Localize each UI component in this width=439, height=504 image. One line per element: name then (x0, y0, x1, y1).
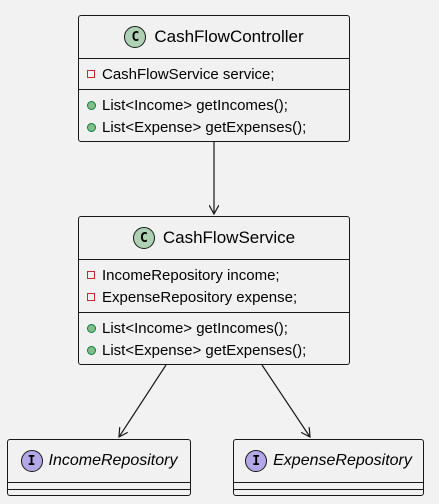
interface-header: I ExpenseRepository (234, 440, 423, 482)
fields-compartment: CashFlowService service; (79, 58, 349, 89)
interface-expenserepository[interactable]: I ExpenseRepository (233, 439, 424, 496)
class-header: C CashFlowService (79, 217, 349, 259)
class-cashflowcontroller[interactable]: C CashFlowController CashFlowService ser… (78, 15, 350, 142)
field-row: CashFlowService service; (79, 63, 349, 85)
class-stereotype-icon: C (124, 26, 147, 48)
interface-header: I IncomeRepository (8, 440, 190, 482)
private-visibility-icon (87, 70, 95, 78)
method-row: List<Expense> getExpenses(); (79, 339, 349, 361)
interface-name: IncomeRepository (48, 452, 178, 469)
interface-stereotype-icon: I (20, 450, 43, 472)
class-name: CashFlowController (154, 27, 304, 46)
methods-compartment: List<Income> getIncomes(); List<Expense>… (79, 312, 349, 361)
method-text: List<Income> getIncomes(); (102, 319, 288, 337)
fields-compartment (234, 482, 423, 489)
public-visibility-icon (87, 122, 96, 132)
field-text: ExpenseRepository expense; (102, 288, 298, 306)
interface-name: ExpenseRepository (273, 452, 412, 469)
class-name: CashFlowService (162, 228, 296, 247)
methods-compartment (8, 489, 190, 490)
arrow-service-to-income-repository (119, 364, 167, 437)
public-visibility-icon (87, 323, 96, 333)
field-row: ExpenseRepository expense; (79, 286, 349, 308)
interface-stereotype-icon: I (245, 450, 268, 472)
public-visibility-icon (87, 345, 96, 355)
methods-compartment (234, 489, 423, 490)
method-row: List<Expense> getExpenses(); (79, 116, 349, 138)
class-cashflowservice[interactable]: C CashFlowService IncomeRepository incom… (78, 216, 350, 365)
field-text: IncomeRepository income; (102, 266, 280, 284)
method-text: List<Income> getIncomes(); (102, 96, 288, 114)
arrow-service-to-expense-repository (261, 364, 310, 437)
private-visibility-icon (87, 271, 95, 279)
fields-compartment (8, 482, 190, 489)
class-header: C CashFlowController (79, 16, 349, 58)
private-visibility-icon (87, 293, 95, 301)
method-text: List<Expense> getExpenses(); (102, 118, 307, 136)
method-row: List<Income> getIncomes(); (79, 317, 349, 339)
field-row: IncomeRepository income; (79, 264, 349, 286)
public-visibility-icon (87, 100, 96, 110)
class-stereotype-icon: C (132, 227, 155, 249)
methods-compartment: List<Income> getIncomes(); List<Expense>… (79, 89, 349, 138)
method-row: List<Income> getIncomes(); (79, 94, 349, 116)
field-text: CashFlowService service; (102, 65, 275, 83)
interface-incomerepository[interactable]: I IncomeRepository (7, 439, 191, 496)
fields-compartment: IncomeRepository income; ExpenseReposito… (79, 259, 349, 312)
method-text: List<Expense> getExpenses(); (102, 341, 307, 359)
